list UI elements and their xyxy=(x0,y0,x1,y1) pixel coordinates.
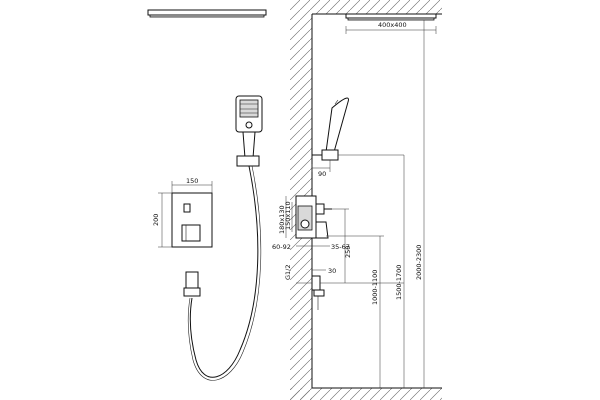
panel-width-label: 150 xyxy=(186,177,198,185)
head-size-label: 400x400 xyxy=(378,21,407,29)
panel-height-label: 200 xyxy=(152,214,160,226)
diverter-side xyxy=(315,203,325,215)
outlet-depth-label: 30 xyxy=(328,267,336,275)
depth-b-label: 60-92 xyxy=(272,243,291,251)
floor-hatch xyxy=(290,388,442,400)
depth-a-label: 35-67 xyxy=(331,243,350,251)
rain-head-side-view: 400x400 xyxy=(345,13,437,34)
mixer-lever xyxy=(181,224,201,242)
lever-side xyxy=(315,221,329,239)
concealed-mixer-box: 180x130 150x110 35-67 60-92 250 xyxy=(272,195,352,283)
shower-hose xyxy=(189,165,259,378)
wall-holder xyxy=(321,149,339,161)
rain-head-front-view xyxy=(147,9,267,18)
head-height-label: 2000-2300 xyxy=(415,245,423,280)
holder-offset-label: 90 xyxy=(318,170,326,178)
hand-shower-handle xyxy=(242,131,256,159)
control-panel-front: 150 200 xyxy=(152,177,213,248)
diverter-knob xyxy=(183,203,191,213)
box-size-a-label: 180x130 xyxy=(278,205,286,234)
holder-height-label: 1500-1700 xyxy=(395,265,403,300)
height-dimensions: 1000-1100 1500-1700 2000-2300 xyxy=(326,20,425,388)
thread-label: G1/2 xyxy=(284,265,292,281)
outlet-spacing-label: 250 xyxy=(344,246,352,258)
hand-shower-assembly xyxy=(183,95,263,381)
box-size-b-label: 150x110 xyxy=(284,201,292,230)
wall-outlet-side-view: 30 G1/2 xyxy=(284,265,404,310)
hand-shower-holder xyxy=(236,155,260,167)
ceiling-hatch xyxy=(312,0,442,14)
hand-shower-side-view: 90 xyxy=(311,97,404,178)
mixer-height-label: 1000-1100 xyxy=(371,270,379,305)
